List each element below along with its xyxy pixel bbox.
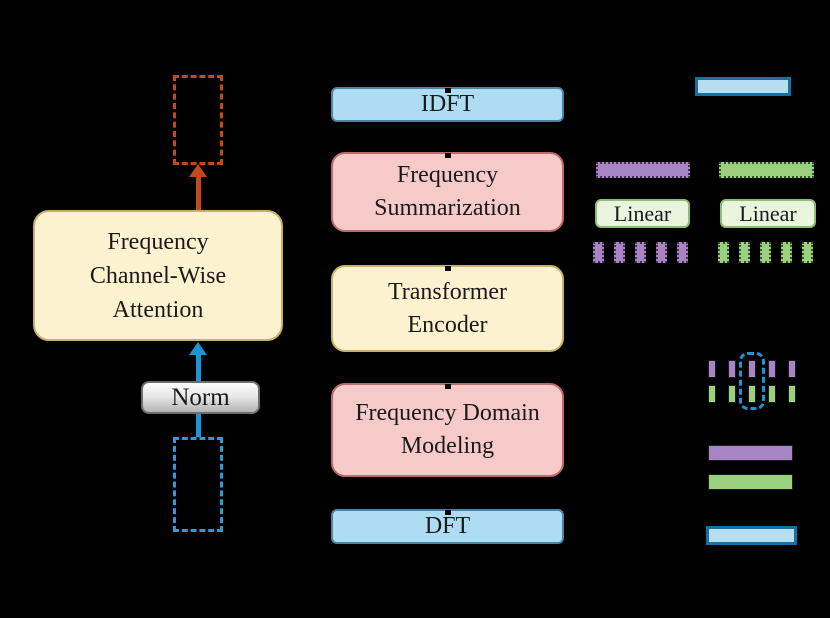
transformer-encoder-line2: Encoder (407, 311, 488, 338)
purple-dashed-token (635, 242, 646, 263)
linear-left-box: Linear (595, 199, 690, 228)
real-part-solid-bar (708, 445, 793, 461)
dft-box: DFT (331, 509, 564, 544)
output-arrow-head-icon (189, 164, 207, 177)
frequency-domain-modeling-box: Frequency Domain Modeling (331, 383, 564, 477)
purple-solid-token (768, 360, 776, 378)
green-dashed-token (718, 242, 729, 263)
freq-domain-modeling-line1: Frequency Domain (355, 400, 540, 426)
real-part-dashed-strip (596, 162, 690, 178)
frequency-channel-wise-attention-box: Frequency Channel-Wise Attention (33, 210, 283, 341)
green-solid-token-row (708, 385, 796, 403)
purple-dashed-token (593, 242, 604, 263)
arrow-stub (444, 266, 451, 271)
input-series-bar (706, 526, 797, 545)
linear-left-label: Linear (613, 200, 672, 226)
arrow-stub (444, 153, 451, 158)
output-arrow-line (196, 175, 201, 211)
purple-dashed-token (656, 242, 667, 263)
green-solid-token (768, 385, 776, 403)
norm-box: Norm (141, 381, 260, 414)
idft-box: IDFT (331, 87, 564, 122)
frequency-token-highlight-box (739, 352, 765, 410)
linear-right-label: Linear (739, 200, 797, 226)
frequency-summarization-box: Frequency Summarization (331, 152, 564, 232)
norm-label: Norm (171, 383, 230, 411)
purple-dashed-token-row (593, 242, 688, 263)
idft-label: IDFT (420, 91, 475, 117)
output-series-bar (695, 77, 791, 96)
transformer-encoder-box: Transformer Encoder (331, 265, 564, 352)
arrow-stub (444, 384, 451, 389)
imaginary-part-solid-bar (708, 474, 793, 490)
green-solid-token (708, 385, 716, 403)
green-solid-token (728, 385, 736, 403)
freq-domain-modeling-line2: Modeling (400, 433, 495, 459)
attention-label-line3: Attention (112, 296, 204, 323)
purple-solid-token (748, 360, 756, 378)
transformer-encoder-line1: Transformer (387, 278, 508, 305)
attention-label-line1: Frequency (107, 228, 209, 255)
arrow-stub (444, 510, 451, 515)
purple-dashed-token (677, 242, 688, 263)
linear-right-box: Linear (720, 199, 816, 228)
purple-solid-token (708, 360, 716, 378)
output-placeholder-box (173, 75, 223, 165)
green-dashed-token (802, 242, 813, 263)
arrow-stub (444, 88, 451, 93)
green-dashed-token (739, 242, 750, 263)
attention-label-line2: Channel-Wise (89, 262, 227, 289)
purple-solid-token (788, 360, 796, 378)
input-placeholder-box (173, 437, 223, 532)
green-dashed-token (781, 242, 792, 263)
imaginary-part-dashed-strip (719, 162, 814, 178)
green-solid-token (748, 385, 756, 403)
freq-summarization-line1: Frequency (396, 162, 499, 188)
input-arrow-head-icon (189, 342, 207, 355)
purple-solid-token-row (708, 360, 796, 378)
green-dashed-token-row (718, 242, 813, 263)
purple-solid-token (728, 360, 736, 378)
green-dashed-token (760, 242, 771, 263)
purple-dashed-token (614, 242, 625, 263)
dft-label: DFT (424, 513, 471, 539)
green-solid-token (788, 385, 796, 403)
freq-summarization-line2: Summarization (374, 195, 521, 221)
